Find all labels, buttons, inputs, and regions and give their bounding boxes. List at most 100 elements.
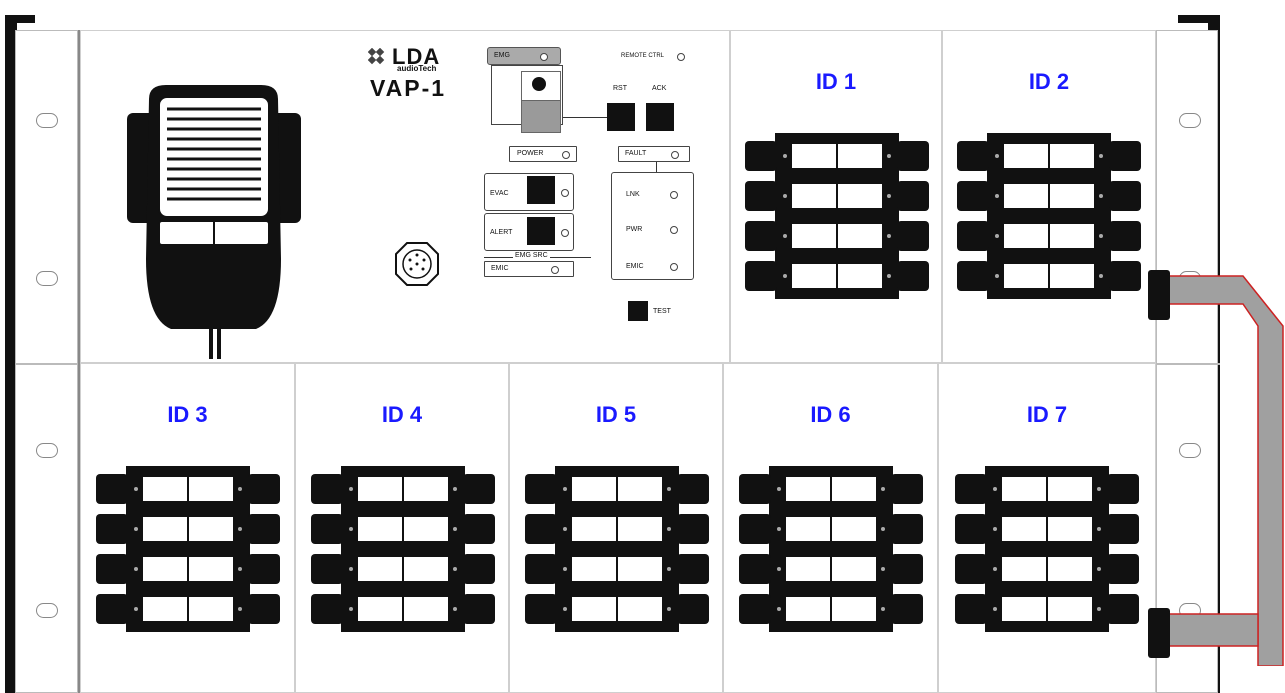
zone-select-button[interactable] (957, 261, 989, 291)
zone-label-slot[interactable] (188, 556, 234, 582)
zone-label-slot[interactable] (188, 596, 234, 622)
zone-label-slot[interactable] (403, 596, 449, 622)
zone-label-slot[interactable] (831, 476, 877, 502)
zone-label-slot[interactable] (403, 556, 449, 582)
zone-select-button[interactable] (745, 261, 777, 291)
zone-select-button[interactable] (739, 474, 771, 504)
zone-select-button[interactable] (1109, 261, 1141, 291)
zone-label-slot[interactable] (357, 516, 403, 542)
zone-label-slot[interactable] (617, 556, 663, 582)
zone-label-slot[interactable] (403, 516, 449, 542)
zone-select-button[interactable] (1109, 181, 1141, 211)
zone-select-button[interactable] (463, 594, 495, 624)
zone-label-slot[interactable] (1003, 263, 1049, 289)
zone-label-slot[interactable] (571, 556, 617, 582)
zone-label-slot[interactable] (791, 223, 837, 249)
zone-select-button[interactable] (955, 594, 987, 624)
zone-label-slot[interactable] (785, 556, 831, 582)
zone-select-button[interactable] (955, 554, 987, 584)
zone-label-slot[interactable] (1049, 183, 1095, 209)
zone-select-button[interactable] (248, 554, 280, 584)
zone-label-slot[interactable] (188, 516, 234, 542)
zone-select-button[interactable] (677, 514, 709, 544)
zone-label-slot[interactable] (1047, 596, 1093, 622)
zone-select-button[interactable] (897, 221, 929, 251)
zone-select-button[interactable] (248, 514, 280, 544)
zone-label-slot[interactable] (791, 183, 837, 209)
zone-select-button[interactable] (957, 221, 989, 251)
zone-label-slot[interactable] (785, 596, 831, 622)
zone-label-slot[interactable] (1047, 476, 1093, 502)
zone-select-button[interactable] (248, 474, 280, 504)
zone-label-slot[interactable] (1001, 516, 1047, 542)
zone-select-button[interactable] (891, 594, 923, 624)
zone-label-slot[interactable] (1047, 556, 1093, 582)
zone-label-slot[interactable] (831, 556, 877, 582)
zone-label-slot[interactable] (571, 476, 617, 502)
zone-select-button[interactable] (311, 514, 343, 544)
alert-button[interactable] (527, 217, 555, 245)
rst-button[interactable] (607, 103, 635, 131)
zone-label-slot[interactable] (785, 476, 831, 502)
zone-label-slot[interactable] (571, 596, 617, 622)
zone-label-slot[interactable] (357, 596, 403, 622)
zone-label-slot[interactable] (1001, 596, 1047, 622)
zone-select-button[interactable] (957, 181, 989, 211)
zone-label-slot[interactable] (617, 516, 663, 542)
zone-label-slot[interactable] (837, 183, 883, 209)
zone-label-slot[interactable] (1003, 223, 1049, 249)
zone-label-slot[interactable] (837, 263, 883, 289)
zone-select-button[interactable] (96, 474, 128, 504)
zone-select-button[interactable] (897, 141, 929, 171)
zone-select-button[interactable] (525, 554, 557, 584)
zone-select-button[interactable] (311, 594, 343, 624)
zone-select-button[interactable] (1107, 594, 1139, 624)
zone-label-slot[interactable] (142, 596, 188, 622)
zone-select-button[interactable] (1107, 514, 1139, 544)
zone-label-slot[interactable] (837, 143, 883, 169)
zone-label-slot[interactable] (357, 556, 403, 582)
zone-select-button[interactable] (525, 514, 557, 544)
zone-select-button[interactable] (311, 554, 343, 584)
zone-select-button[interactable] (1109, 141, 1141, 171)
zone-select-button[interactable] (1109, 221, 1141, 251)
zone-label-slot[interactable] (142, 516, 188, 542)
microphone-icon[interactable] (121, 79, 306, 364)
zone-label-slot[interactable] (1003, 143, 1049, 169)
zone-select-button[interactable] (897, 261, 929, 291)
zone-label-slot[interactable] (1049, 143, 1095, 169)
zone-select-button[interactable] (891, 474, 923, 504)
emg-button[interactable] (532, 77, 546, 91)
zone-select-button[interactable] (897, 181, 929, 211)
zone-label-slot[interactable] (837, 223, 883, 249)
zone-label-slot[interactable] (571, 516, 617, 542)
zone-select-button[interactable] (745, 141, 777, 171)
zone-select-button[interactable] (745, 221, 777, 251)
zone-select-button[interactable] (739, 594, 771, 624)
zone-label-slot[interactable] (831, 516, 877, 542)
test-button[interactable] (628, 301, 648, 321)
zone-label-slot[interactable] (1047, 516, 1093, 542)
zone-label-slot[interactable] (357, 476, 403, 502)
zone-select-button[interactable] (957, 141, 989, 171)
zone-label-slot[interactable] (188, 476, 234, 502)
zone-label-slot[interactable] (791, 263, 837, 289)
zone-label-slot[interactable] (617, 476, 663, 502)
zone-label-slot[interactable] (142, 476, 188, 502)
zone-select-button[interactable] (525, 594, 557, 624)
zone-select-button[interactable] (96, 514, 128, 544)
zone-select-button[interactable] (1107, 554, 1139, 584)
zone-select-button[interactable] (739, 554, 771, 584)
zone-label-slot[interactable] (1049, 263, 1095, 289)
zone-select-button[interactable] (955, 514, 987, 544)
zone-label-slot[interactable] (831, 596, 877, 622)
zone-select-button[interactable] (677, 474, 709, 504)
zone-label-slot[interactable] (1049, 223, 1095, 249)
zone-select-button[interactable] (311, 474, 343, 504)
zone-select-button[interactable] (955, 474, 987, 504)
zone-select-button[interactable] (891, 554, 923, 584)
zone-select-button[interactable] (96, 594, 128, 624)
evac-button[interactable] (527, 176, 555, 204)
zone-select-button[interactable] (745, 181, 777, 211)
zone-select-button[interactable] (463, 554, 495, 584)
